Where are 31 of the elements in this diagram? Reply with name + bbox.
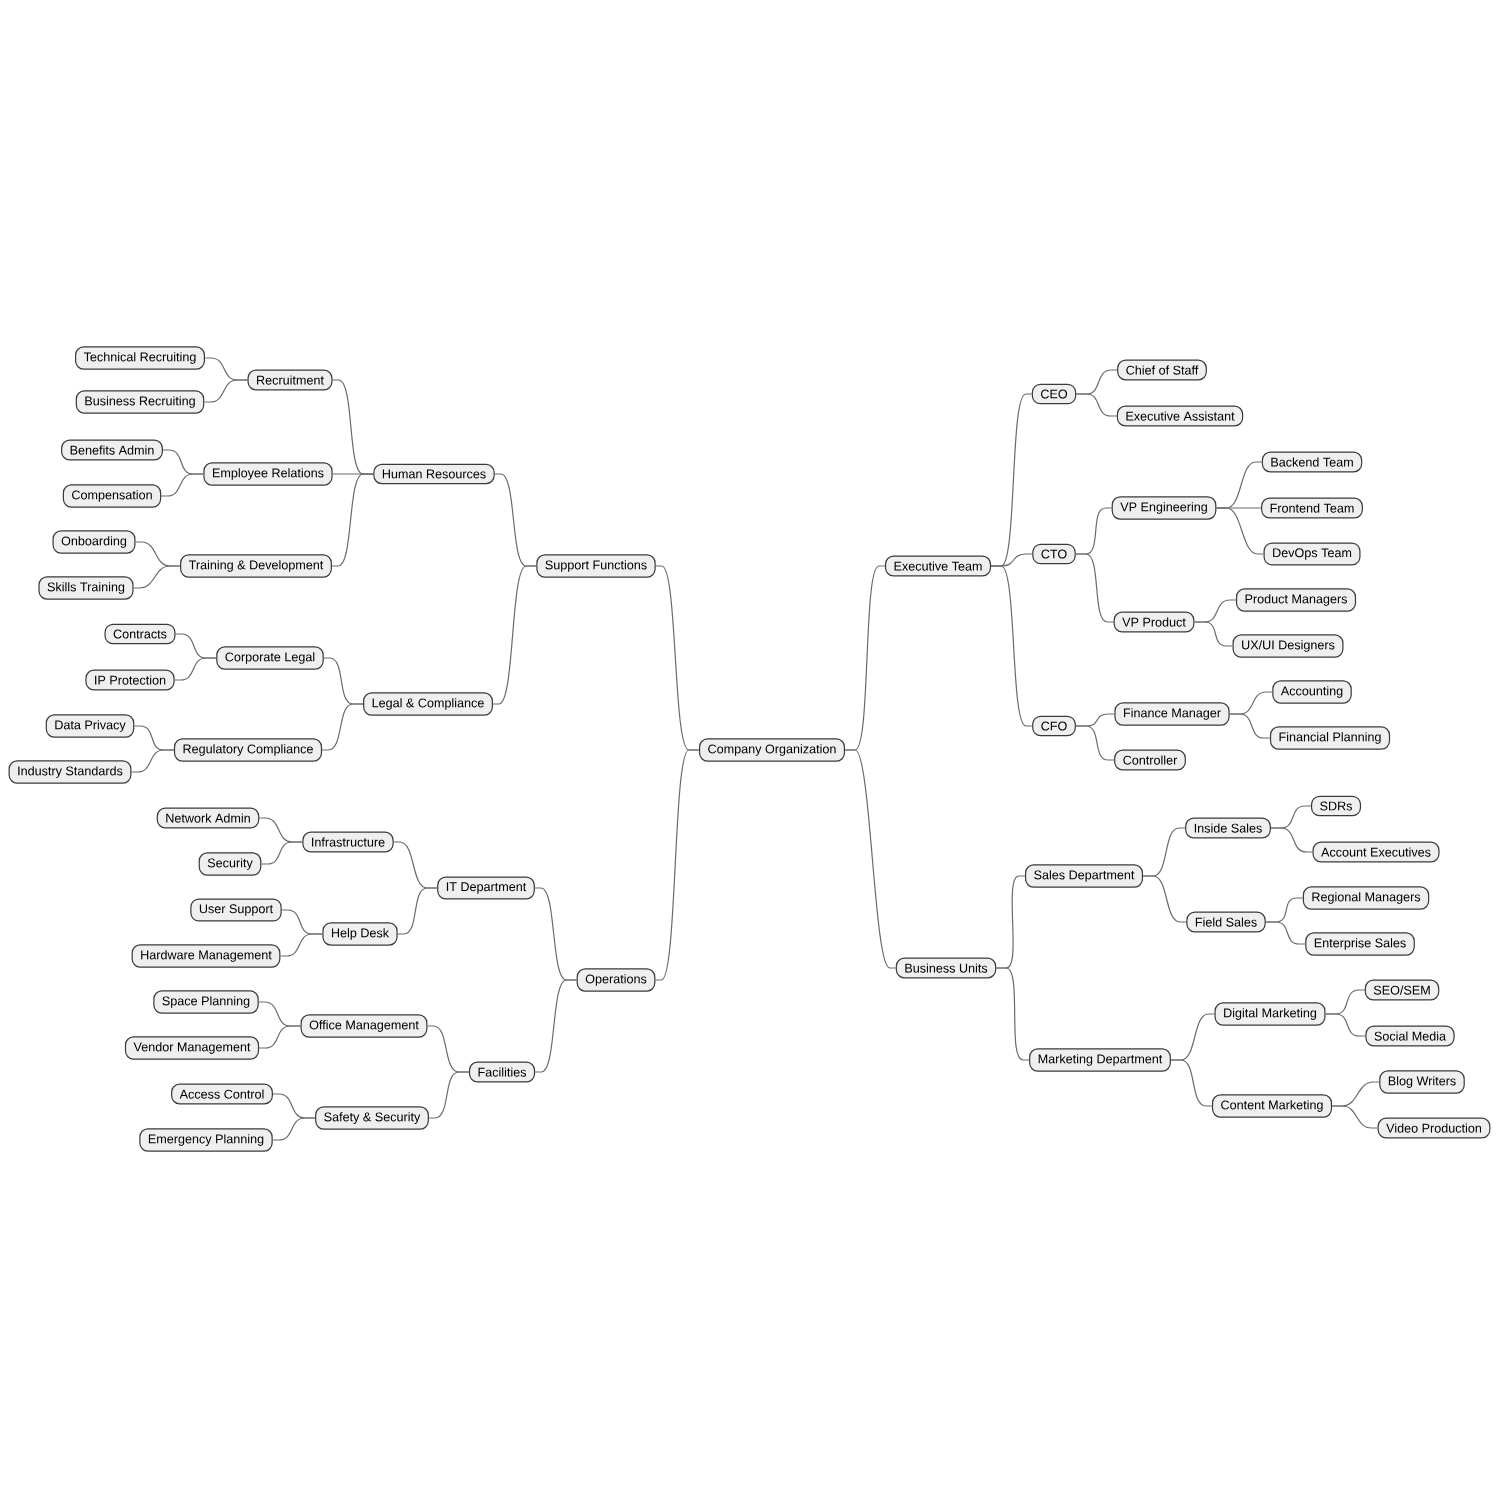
connector-line bbox=[1270, 827, 1314, 853]
connector-line bbox=[397, 887, 438, 935]
connector-line bbox=[279, 933, 323, 957]
connector-line bbox=[160, 473, 204, 497]
connector-line bbox=[534, 979, 578, 1073]
connector-line bbox=[1170, 1059, 1213, 1107]
connector-line bbox=[331, 473, 374, 567]
connector-line bbox=[844, 749, 897, 969]
connector-line bbox=[203, 379, 249, 403]
connector-line bbox=[130, 749, 175, 773]
connector-line bbox=[1075, 725, 1115, 761]
connector-line bbox=[1229, 713, 1271, 739]
connector-line bbox=[654, 749, 700, 981]
connector-line bbox=[1075, 553, 1115, 623]
connector-line bbox=[1265, 921, 1306, 945]
connector-line bbox=[1142, 875, 1187, 923]
connector-line bbox=[272, 1117, 316, 1141]
connector-line bbox=[1324, 1013, 1366, 1037]
connector-line bbox=[492, 565, 537, 705]
connector-line bbox=[260, 841, 303, 865]
connector-line bbox=[133, 565, 181, 589]
connector-line bbox=[1075, 393, 1118, 417]
connector-line bbox=[1215, 507, 1265, 555]
connector-line bbox=[995, 967, 1030, 1061]
connector-line bbox=[174, 657, 217, 681]
connector-line bbox=[321, 703, 364, 751]
connector-line bbox=[428, 1071, 470, 1119]
connector-line bbox=[1331, 1105, 1379, 1129]
connector-line bbox=[1193, 621, 1234, 647]
connector-line bbox=[258, 1025, 302, 1049]
connector-line bbox=[990, 565, 1033, 727]
